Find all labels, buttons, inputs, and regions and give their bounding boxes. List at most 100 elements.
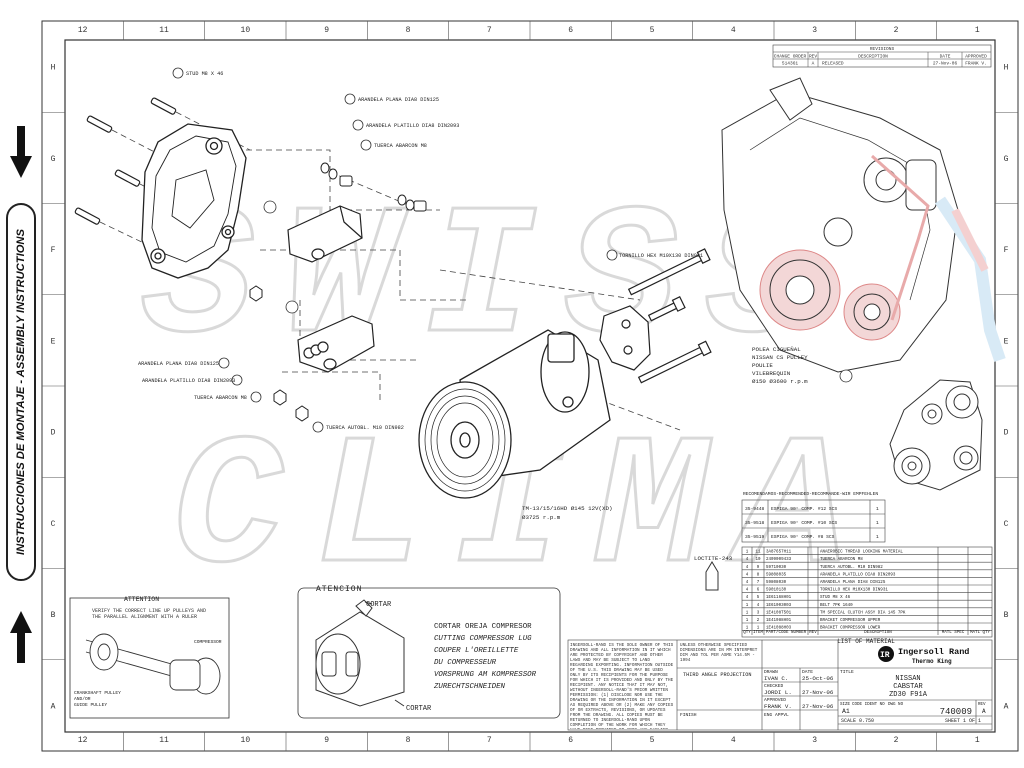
atencion-line-0: CORTAR OREJA COMPRESOR — [434, 623, 532, 631]
bom-cell-item: 1 — [757, 627, 760, 631]
grid-col-label-top-4: 4 — [731, 26, 736, 35]
label-washer-plain-top: ARANDELA PLANA DIA8 DIN125 — [358, 97, 439, 103]
recommended-title: RECOMENDAMOS-RECOMMENDED-RECOMMANDE-WIR … — [743, 491, 878, 497]
bom-cell-desc: BRACKET COMPRESSOR UPPER — [820, 619, 881, 623]
up-arrow-icon — [10, 611, 32, 663]
bom-cell-code: 59808035 — [766, 573, 787, 577]
bom-head-matl-qty: MATL QTY — [970, 631, 991, 635]
bom-cell-item: 9 — [757, 566, 760, 570]
grid-row-label-left-H: H — [51, 64, 56, 73]
bom-head-desc: DESCRIPTION — [864, 631, 892, 635]
bom-cell-item: 2 — [757, 619, 760, 623]
atencion-line-1: CUTTING COMPRESSOR LUG — [434, 635, 532, 643]
bom-title: LIST OF MATERIAL — [837, 638, 895, 645]
title-block-text: THIRD ANGLE PROJECTION FINISH DRAWN IVAN… — [680, 669, 986, 724]
bom-cell-item: 10 — [755, 558, 761, 562]
rec-desc-0: ESPIGA 90° COMP. #12 SCS — [771, 506, 837, 512]
bom-cell-desc: TM SPECIAL CLUTCH ASSY DIA 145 7PK — [820, 611, 906, 615]
eng-appvl-label: ENG APPVL — [764, 712, 789, 718]
bom-cell-desc: ANAEROBIC THREAD LOCKING MATERIAL — [820, 551, 903, 555]
bom-cell-code: 59710030 — [766, 566, 787, 570]
bom-cell-qty: 1 — [746, 604, 749, 608]
grid-col-label-bottom-8: 8 — [406, 736, 411, 745]
bom-cell-code: 59808030 — [766, 581, 787, 585]
bom-cell-qty: 4 — [746, 566, 749, 570]
grid-col-label-top-10: 10 — [241, 26, 251, 35]
bom-cell-desc: TUERCA AUTOBL. M10 DIN982 — [820, 566, 883, 570]
title-line-1: CABSTAR — [893, 683, 923, 691]
bom-cell-desc: TUERCA ABARCON M8 — [820, 558, 863, 562]
atencion-line-3: DU COMPRESSEUR — [434, 659, 497, 667]
atencion-text: ATENCION CORTAR CORTAR CORTAR OREJA COMP… — [316, 585, 537, 713]
bom-cell-code: 1E41088H03 — [766, 627, 792, 631]
atencion-line-2: COUPER L'OREILLETTE — [434, 647, 519, 655]
atencion-cortar-top: CORTAR — [366, 601, 392, 609]
label-bolt: TORNILLO HEX M10X130 DIN931 — [619, 253, 703, 259]
label-pulley-2: POULIE — [752, 362, 773, 369]
title-line-2: ZD30 F91A — [889, 691, 928, 699]
bom-cell-item: 5 — [757, 596, 760, 600]
bom-head-code: PART/CODE NUMBER — [766, 630, 807, 635]
upper-bracket-drawing — [141, 123, 247, 279]
logo-name: Ingersoll Rand — [898, 647, 969, 657]
title-line-0: NISSAN — [895, 675, 920, 683]
grid-col-label-bottom-10: 10 — [241, 736, 251, 745]
atencion-compressor-drawing — [315, 599, 405, 707]
attention-title: ATTENTION — [124, 596, 159, 603]
bom-cell-qty: 1 — [746, 627, 749, 631]
grid-row-label-right-F: F — [1004, 246, 1009, 255]
label-nut-mid: TUERCA ABARCON M8 — [194, 395, 247, 401]
compressor-drawing — [418, 329, 611, 499]
grid-row-label-left-C: C — [51, 520, 56, 529]
belt-detail-drawing — [889, 379, 983, 491]
grid-row-label-right-G: G — [1004, 155, 1009, 164]
bom-head-item: ITEM — [753, 631, 764, 635]
atencion-line-4: VORSPRUNG AM KOMPRESSOR — [434, 671, 537, 679]
attention-box — [69, 597, 230, 719]
rev-value: A — [982, 708, 986, 715]
legal-notice: INGERSOLL-RAND IS THE SOLE OWNER OF THIS… — [570, 643, 674, 729]
border-grid — [42, 21, 1018, 751]
atencion-title: ATENCION — [316, 585, 362, 594]
label-washer-plain-mid: ARANDELA PLANA DIA8 DIN125 — [138, 361, 219, 367]
approved-name: FRANK V. — [764, 703, 792, 710]
checked-label: CHECKED — [764, 683, 784, 689]
bom-cell-item: 8 — [757, 573, 760, 577]
rec-qty-0: 1 — [876, 506, 879, 512]
rev-cell-0: 514361 — [782, 61, 799, 67]
spacer-upper-drawing — [287, 205, 363, 263]
tolerance-note: UNLESS OTHERWISE SPECIFIED DIMENSIONS AR… — [680, 643, 758, 663]
bom-cell-desc: ARANDELA PLANA DIA8 DIN125 — [820, 581, 886, 585]
bom-cell-qty: 4 — [746, 573, 749, 577]
rev-cell-1: A — [812, 61, 815, 67]
label-pulley-4: Ø150 Ø3600 r.p.m — [752, 378, 808, 385]
ingersoll-rand-logo: IR Ingersoll Rand Thermo King — [878, 646, 969, 665]
atencion-cortar-bottom: CORTAR — [406, 705, 432, 713]
grid-col-label-top-5: 5 — [650, 26, 655, 35]
rec-desc-2: ESPIGA 90° COMP. #8 SCS — [771, 534, 835, 540]
bom-table — [741, 546, 993, 638]
bom-cell-code: 2409009433 — [766, 558, 792, 562]
grid-col-label-bottom-9: 9 — [324, 736, 329, 745]
label-washer-flat-mid: ARANDELA PLATILLO DIA8 DIN2093 — [142, 378, 235, 384]
checked-name: JORDI L. — [764, 689, 792, 696]
attention-compressor-label: COMPRESSOR — [194, 639, 222, 645]
label-pulley-3: VILEBREQUIN — [752, 370, 791, 377]
bom-cell-item: 3 — [757, 611, 760, 615]
attention-pulley-0: CRANKSHAFT PULLEY — [74, 690, 121, 696]
attention-text: ATTENTION COMPRESSOR CRANKSHAFT PULLEY A… — [74, 596, 222, 708]
bom-cell-code: 3A87657H11 — [766, 551, 792, 555]
bolts-drawing — [599, 248, 712, 384]
label-pulley-1: NISSAN CS PULLEY — [752, 354, 808, 361]
bom-cell-code: 59010130 — [766, 589, 787, 593]
recommended-table — [741, 499, 886, 543]
bom-cell-desc: BRACKET COMPRESSOR LOWER — [820, 627, 881, 631]
down-arrow-icon — [10, 126, 32, 178]
rev-head-4: APPROVED — [965, 54, 987, 60]
bom-cell-item: 11 — [755, 551, 761, 555]
attention-detail-drawing — [85, 633, 221, 695]
rev-label: REV — [978, 703, 986, 707]
grid-col-label-top-12: 12 — [78, 26, 88, 35]
washers-nuts-drawing — [249, 162, 427, 422]
